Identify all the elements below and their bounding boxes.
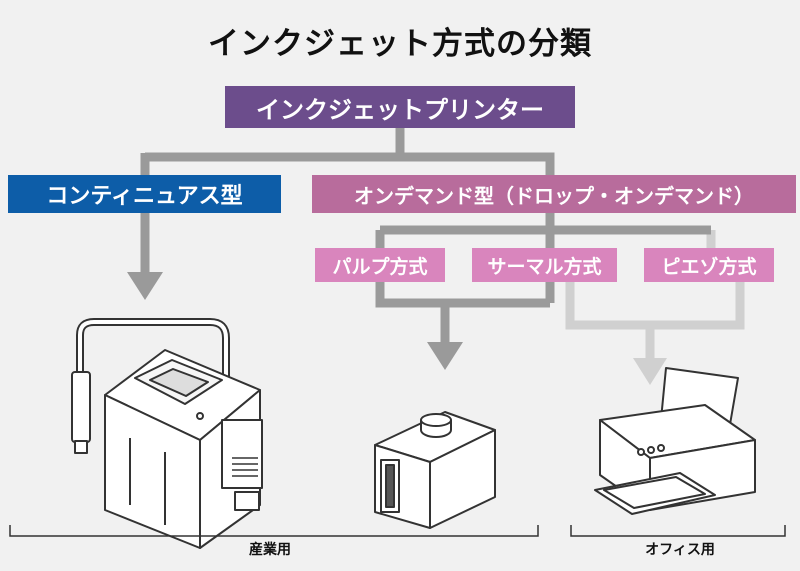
category-continuous: コンティニュアス型 xyxy=(8,175,281,213)
bracket-lines xyxy=(9,525,786,537)
arrow-to-office-printer xyxy=(633,358,667,385)
arrow-to-continuous-printer xyxy=(127,272,163,300)
root-node-inkjet-printer: インクジェットプリンター xyxy=(225,86,575,128)
office-printer-illustration xyxy=(594,367,756,515)
label-office-use: オフィス用 xyxy=(645,542,715,558)
page-title: インクジェット方式の分類 xyxy=(208,26,592,62)
method-pulp: パルプ方式 xyxy=(315,248,445,282)
industrial-printer-illustration xyxy=(71,318,263,549)
method-piezo: ピエゾ方式 xyxy=(644,248,774,282)
method-thermal: サーマル方式 xyxy=(472,248,617,282)
arrow-to-ondemand-printer xyxy=(427,342,463,370)
label-industrial-use: 産業用 xyxy=(249,542,291,558)
category-on-demand: オンデマンド型（ドロップ・オンデマンド） xyxy=(312,175,796,213)
connector-tree xyxy=(140,128,711,342)
ondemand-printer-illustration xyxy=(374,411,496,529)
